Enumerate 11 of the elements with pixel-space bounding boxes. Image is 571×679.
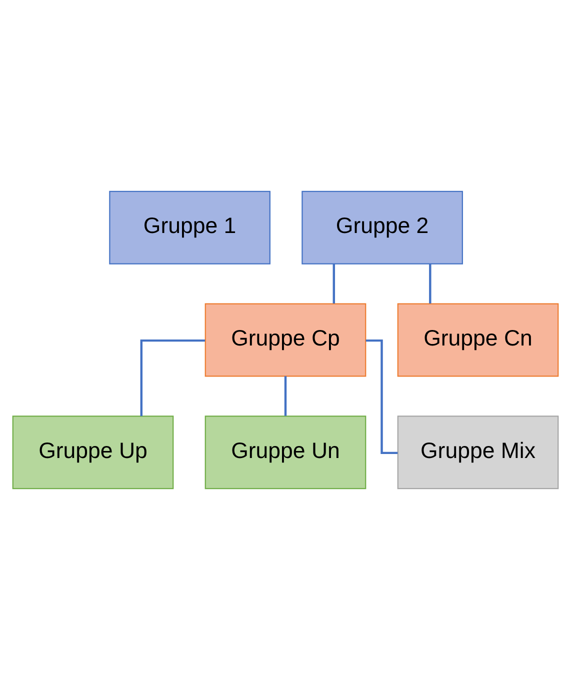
node-box: Gruppe 2 (302, 190, 463, 264)
connector (332, 263, 336, 303)
connector (429, 263, 432, 303)
connector (140, 338, 206, 416)
connector (284, 376, 287, 416)
node-box: Gruppe Un (204, 415, 366, 489)
node-box: Gruppe Cn (397, 302, 559, 376)
node-box: Gruppe Cp (204, 302, 366, 376)
node-box: Gruppe Mix (397, 415, 559, 489)
node-box: Gruppe 1 (109, 190, 270, 264)
node-box: Gruppe Up (12, 415, 174, 489)
